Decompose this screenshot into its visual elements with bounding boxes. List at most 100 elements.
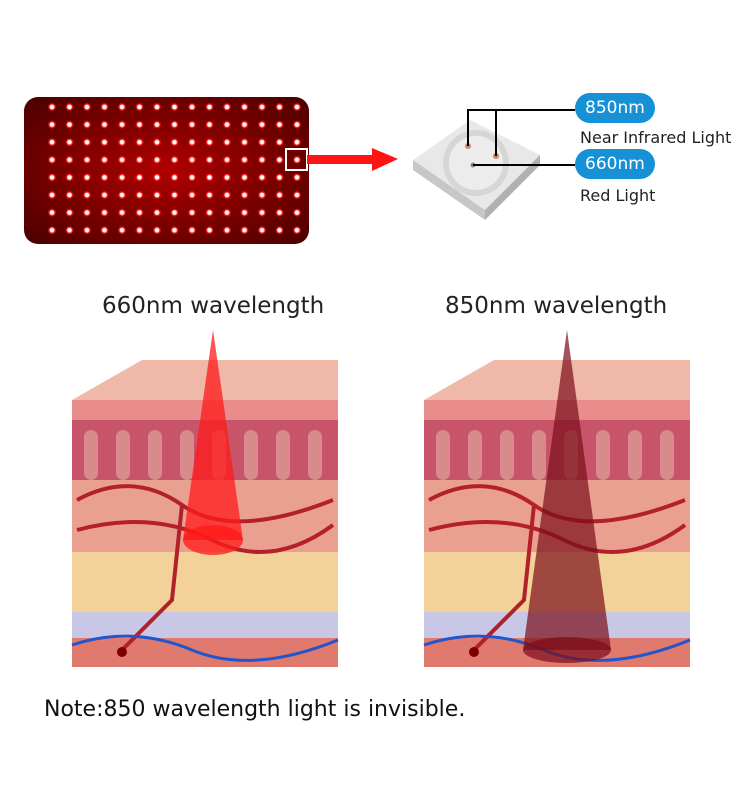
led-dot (65, 120, 74, 130)
led-dot (152, 137, 162, 147)
led-dot (240, 225, 249, 235)
led-dot (152, 172, 162, 182)
led-dot (65, 172, 74, 182)
led-dot (292, 137, 302, 147)
led-dot (65, 137, 74, 147)
led-dot (152, 155, 162, 165)
led-dot (82, 120, 92, 130)
skin-cross-section (71, 330, 339, 667)
led-dot (222, 208, 232, 218)
led-dot (152, 225, 162, 235)
led-dot (240, 172, 249, 182)
led-dot (135, 102, 144, 112)
led-dot (275, 225, 284, 235)
led-dot (100, 225, 109, 235)
smd-led-chip (413, 109, 575, 220)
led-dot (187, 208, 197, 218)
led-dot (257, 102, 267, 112)
led-dot (222, 190, 232, 200)
led-dot (187, 120, 197, 130)
led-dot (152, 102, 162, 112)
led-dot (47, 137, 57, 147)
led-dot (222, 120, 232, 130)
led-dot (170, 208, 179, 218)
led-dot (117, 102, 127, 112)
led-dot (82, 155, 92, 165)
led-dot (100, 137, 109, 147)
led-dot (47, 225, 57, 235)
led-dot (240, 120, 249, 130)
led-dot (100, 208, 109, 218)
led-dot (47, 172, 57, 182)
led-dot (47, 155, 57, 165)
led-dot (170, 172, 179, 182)
light-beam (183, 330, 243, 555)
led-dot (292, 155, 302, 165)
led-dot (222, 172, 232, 182)
led-dot (240, 155, 249, 165)
led-dot (65, 208, 74, 218)
led-dot (117, 208, 127, 218)
led-dot (170, 137, 179, 147)
led-dot (135, 172, 144, 182)
led-dot (170, 102, 179, 112)
led-dot (135, 225, 144, 235)
led-dot (205, 137, 214, 147)
led-dot (170, 155, 179, 165)
panel-title-850: 850nm wavelength (445, 293, 668, 319)
led-dot (100, 190, 109, 200)
footnote: Note:850 wavelength light is invisible. (44, 697, 466, 722)
light-beam (523, 330, 611, 663)
led-dot (135, 120, 144, 130)
led-dot (82, 137, 92, 147)
panel-title-660: 660nm wavelength (102, 293, 325, 319)
led-dot (222, 137, 232, 147)
led-dot (292, 225, 302, 235)
led-dot (82, 208, 92, 218)
led-dot (100, 172, 109, 182)
led-dot (205, 190, 214, 200)
led-dot (135, 137, 144, 147)
led-dot (292, 120, 302, 130)
led-dot (47, 102, 57, 112)
led-dot (257, 190, 267, 200)
led-dot (187, 155, 197, 165)
led-dot (170, 225, 179, 235)
led-dot (292, 172, 302, 182)
near-infrared-label: Near Infrared Light (580, 128, 732, 147)
led-dot (205, 225, 214, 235)
led-dot (117, 120, 127, 130)
led-dot (292, 190, 302, 200)
led-dot (100, 120, 109, 130)
led-dot (205, 172, 214, 182)
led-dot (257, 120, 267, 130)
led-dot (187, 225, 197, 235)
led-dot (82, 102, 92, 112)
led-dot (135, 208, 144, 218)
led-dot (65, 190, 74, 200)
wavelength-badge-850: 850nm (575, 93, 655, 123)
led-dot (257, 172, 267, 182)
led-dot (135, 190, 144, 200)
led-dot (240, 190, 249, 200)
led-dot (82, 172, 92, 182)
led-dot (240, 208, 249, 218)
led-dot (257, 225, 267, 235)
led-dot (275, 120, 284, 130)
led-dot (292, 208, 302, 218)
led-dot (117, 172, 127, 182)
led-dot (257, 137, 267, 147)
led-dot (257, 208, 267, 218)
led-dot (240, 137, 249, 147)
led-dot (187, 172, 197, 182)
arrow-icon (307, 148, 398, 171)
led-dot (117, 155, 127, 165)
led-dot (117, 225, 127, 235)
led-dot (205, 208, 214, 218)
led-dot (292, 102, 302, 112)
led-dot (65, 102, 74, 112)
led-dot (187, 102, 197, 112)
led-pad (24, 97, 309, 244)
